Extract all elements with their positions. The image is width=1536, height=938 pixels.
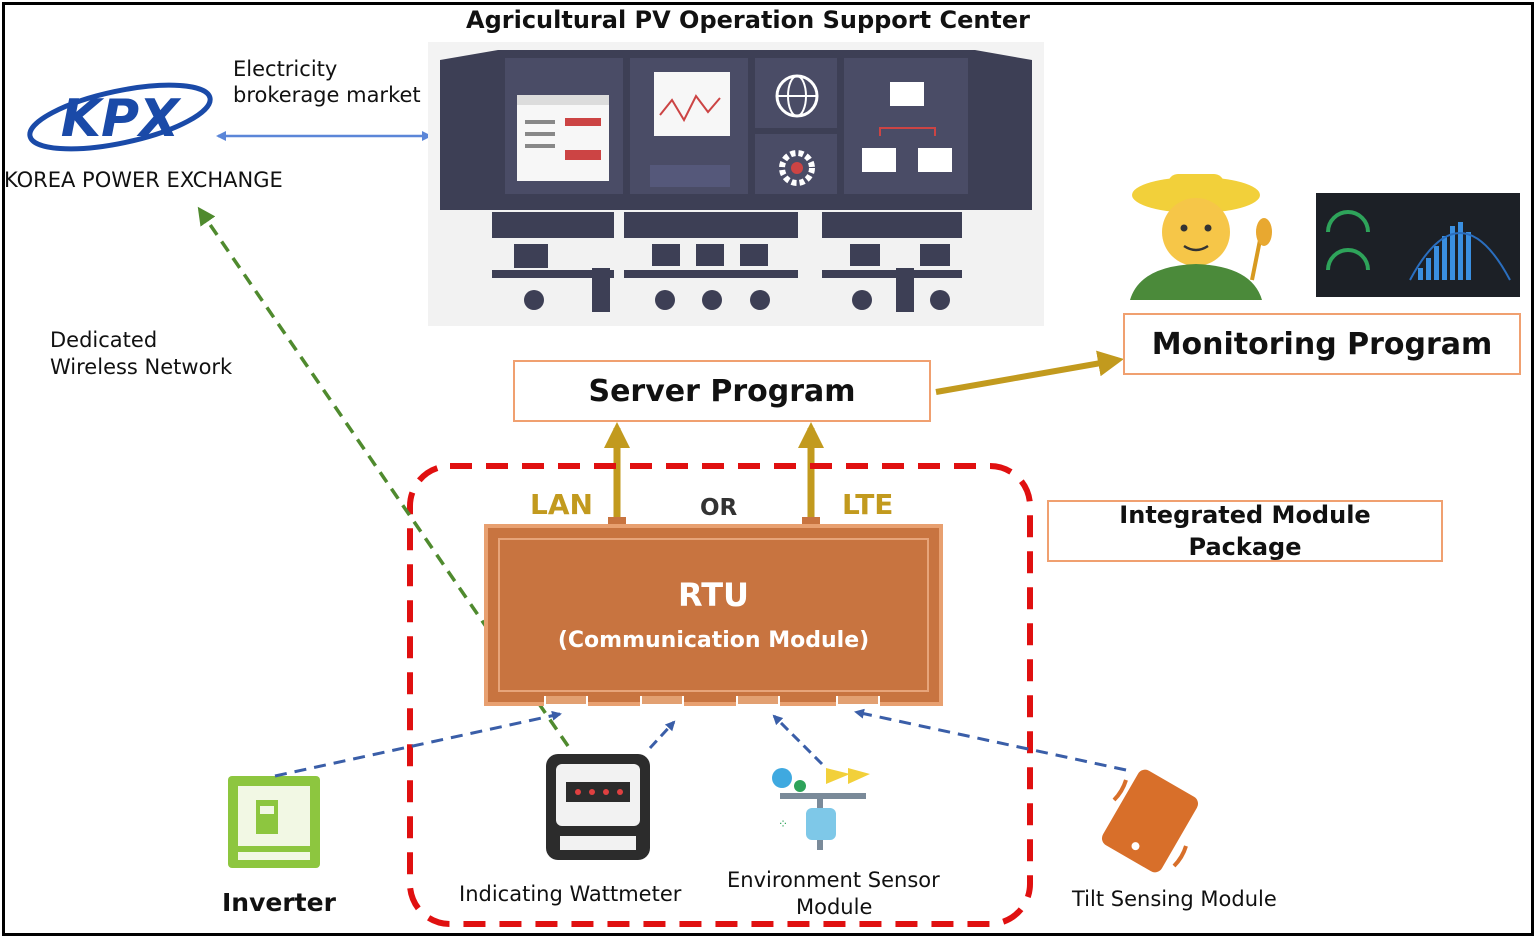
wattmeter-icon [546, 754, 650, 860]
integrated-module-box: Integrated Module Package [1047, 500, 1443, 562]
integrated-module-line2: Package [1188, 533, 1302, 561]
server-to-monitoring-arrow [935, 350, 1124, 395]
integrated-module-line1: Integrated Module [1119, 501, 1371, 529]
network-label-line2: Wireless Network [50, 355, 233, 379]
or-label: OR [700, 495, 738, 521]
tilt-link [854, 708, 1127, 772]
wattmeter-label: Indicating Wattmeter [459, 882, 682, 906]
rtu-port [640, 696, 684, 706]
lte-label: LTE [842, 488, 894, 521]
control-room-illustration [428, 42, 1044, 326]
inverter-label: Inverter [222, 888, 336, 917]
rtu-port [836, 696, 880, 706]
server-program-box: Server Program [513, 360, 931, 422]
kpx-logo-icon: KPX [27, 82, 213, 152]
env-sensor-label-line2: Module [796, 895, 873, 919]
page-title: Agricultural PV Operation Support Center [466, 6, 1031, 34]
market-label-line1: Electricity [233, 57, 338, 81]
wattmeter-link [648, 720, 676, 750]
inverter-icon [228, 776, 320, 868]
env-sensor-link [772, 714, 824, 766]
rtu-title: RTU [677, 576, 749, 614]
network-label-line1: Dedicated [50, 328, 158, 352]
svg-text:⁘: ⁘ [778, 817, 788, 831]
rtu-port [736, 696, 780, 706]
environment-sensor-icon: ⁘ [772, 768, 870, 850]
market-label-line2: brokerage market [233, 83, 421, 107]
rtu-antenna-tab [608, 517, 626, 525]
server-program-label: Server Program [588, 373, 856, 409]
monitoring-program-label: Monitoring Program [1151, 326, 1493, 362]
rtu-antenna-tab [802, 517, 820, 525]
rtu-box: RTU (Communication Module) [484, 524, 943, 706]
integrated-module-boundary [407, 463, 1033, 927]
tilt-device-icon [1101, 769, 1199, 873]
monitoring-program-box: Monitoring Program [1123, 313, 1521, 375]
rtu-port [544, 696, 588, 706]
lan-label: LAN [530, 488, 593, 521]
kpx-logo-text: KPX [61, 89, 182, 149]
env-sensor-label-line1: Environment Sensor [727, 868, 940, 892]
tilt-label: Tilt Sensing Module [1072, 887, 1277, 911]
kpx-name: KOREA POWER EXCHANGE [4, 168, 283, 192]
dashboard-screen-icon [1316, 193, 1520, 297]
inverter-link [274, 710, 562, 778]
farmer-icon [1130, 174, 1272, 300]
rtu-subtitle: (Communication Module) [557, 628, 870, 653]
